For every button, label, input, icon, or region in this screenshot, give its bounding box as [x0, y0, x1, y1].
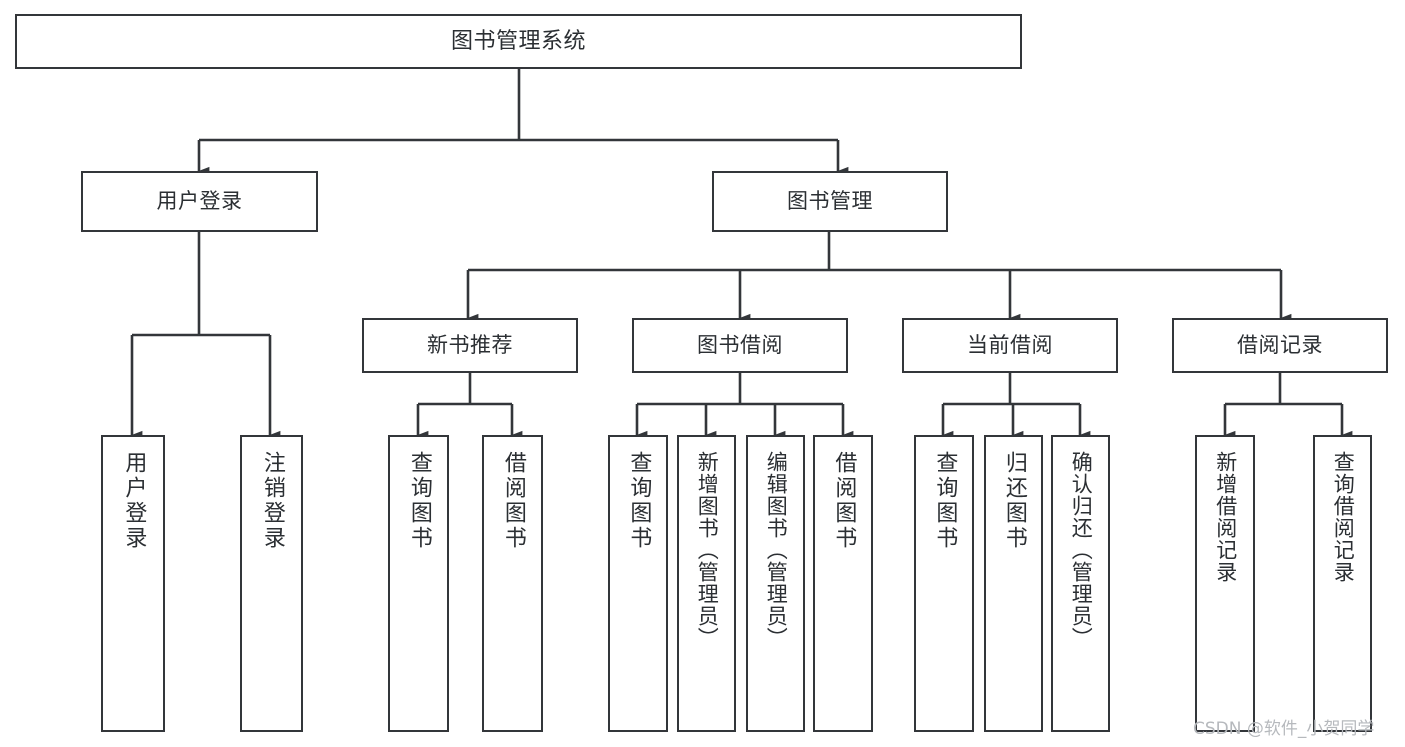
node-label: 新书推荐 — [427, 333, 513, 358]
node-new-book-recommend[interactable]: 新书推荐 — [362, 318, 578, 373]
node-label: 借阅图书 — [500, 451, 526, 551]
node-label: 确认归还（管理员） — [1069, 451, 1094, 649]
node-label: 图书管理 — [787, 189, 873, 214]
leaf-query-book-current[interactable]: 查询图书 — [914, 435, 974, 732]
node-label: 当前借阅 — [967, 333, 1053, 358]
node-label: 借阅记录 — [1237, 333, 1323, 358]
node-label: 查询图书 — [626, 451, 652, 551]
node-label: 图书借阅 — [697, 333, 783, 358]
node-label: 查询借阅记录 — [1331, 451, 1356, 583]
node-label: 用户登录 — [121, 451, 147, 551]
node-label: 查询图书 — [932, 451, 958, 551]
node-label: 用户登录 — [156, 189, 243, 214]
leaf-user-login[interactable]: 用户登录 — [101, 435, 165, 732]
node-book-management[interactable]: 图书管理 — [712, 171, 948, 232]
node-label: 新增图书（管理员） — [695, 451, 720, 649]
node-label: 图书管理系统 — [450, 28, 586, 54]
leaf-borrow-book-recommend[interactable]: 借阅图书 — [482, 435, 543, 732]
node-label: 查询图书 — [406, 451, 432, 551]
node-book-borrow[interactable]: 图书借阅 — [632, 318, 848, 373]
leaf-edit-book-admin[interactable]: 编辑图书（管理员） — [746, 435, 805, 732]
node-current-borrow[interactable]: 当前借阅 — [902, 318, 1118, 373]
node-label: 借阅图书 — [831, 451, 857, 551]
leaf-return-book[interactable]: 归还图书 — [984, 435, 1043, 732]
csdn-watermark: CSDN @软件_小贺同学 — [1193, 719, 1375, 739]
node-label: 注销登录 — [259, 451, 285, 551]
leaf-add-book-admin[interactable]: 新增图书（管理员） — [677, 435, 736, 732]
node-label: 归还图书 — [1001, 451, 1027, 551]
leaf-borrow-book[interactable]: 借阅图书 — [813, 435, 873, 732]
leaf-query-book-recommend[interactable]: 查询图书 — [388, 435, 449, 732]
leaf-query-book-borrow[interactable]: 查询图书 — [608, 435, 668, 732]
leaf-add-borrow-record[interactable]: 新增借阅记录 — [1195, 435, 1255, 732]
leaf-confirm-return-admin[interactable]: 确认归还（管理员） — [1051, 435, 1110, 732]
node-user-login[interactable]: 用户登录 — [81, 171, 318, 232]
node-label: 编辑图书（管理员） — [764, 451, 789, 649]
node-root-book-management-system[interactable]: 图书管理系统 — [15, 14, 1022, 69]
node-borrow-record[interactable]: 借阅记录 — [1172, 318, 1388, 373]
leaf-logout[interactable]: 注销登录 — [240, 435, 303, 732]
leaf-query-borrow-record[interactable]: 查询借阅记录 — [1313, 435, 1372, 732]
node-label: 新增借阅记录 — [1213, 451, 1238, 583]
